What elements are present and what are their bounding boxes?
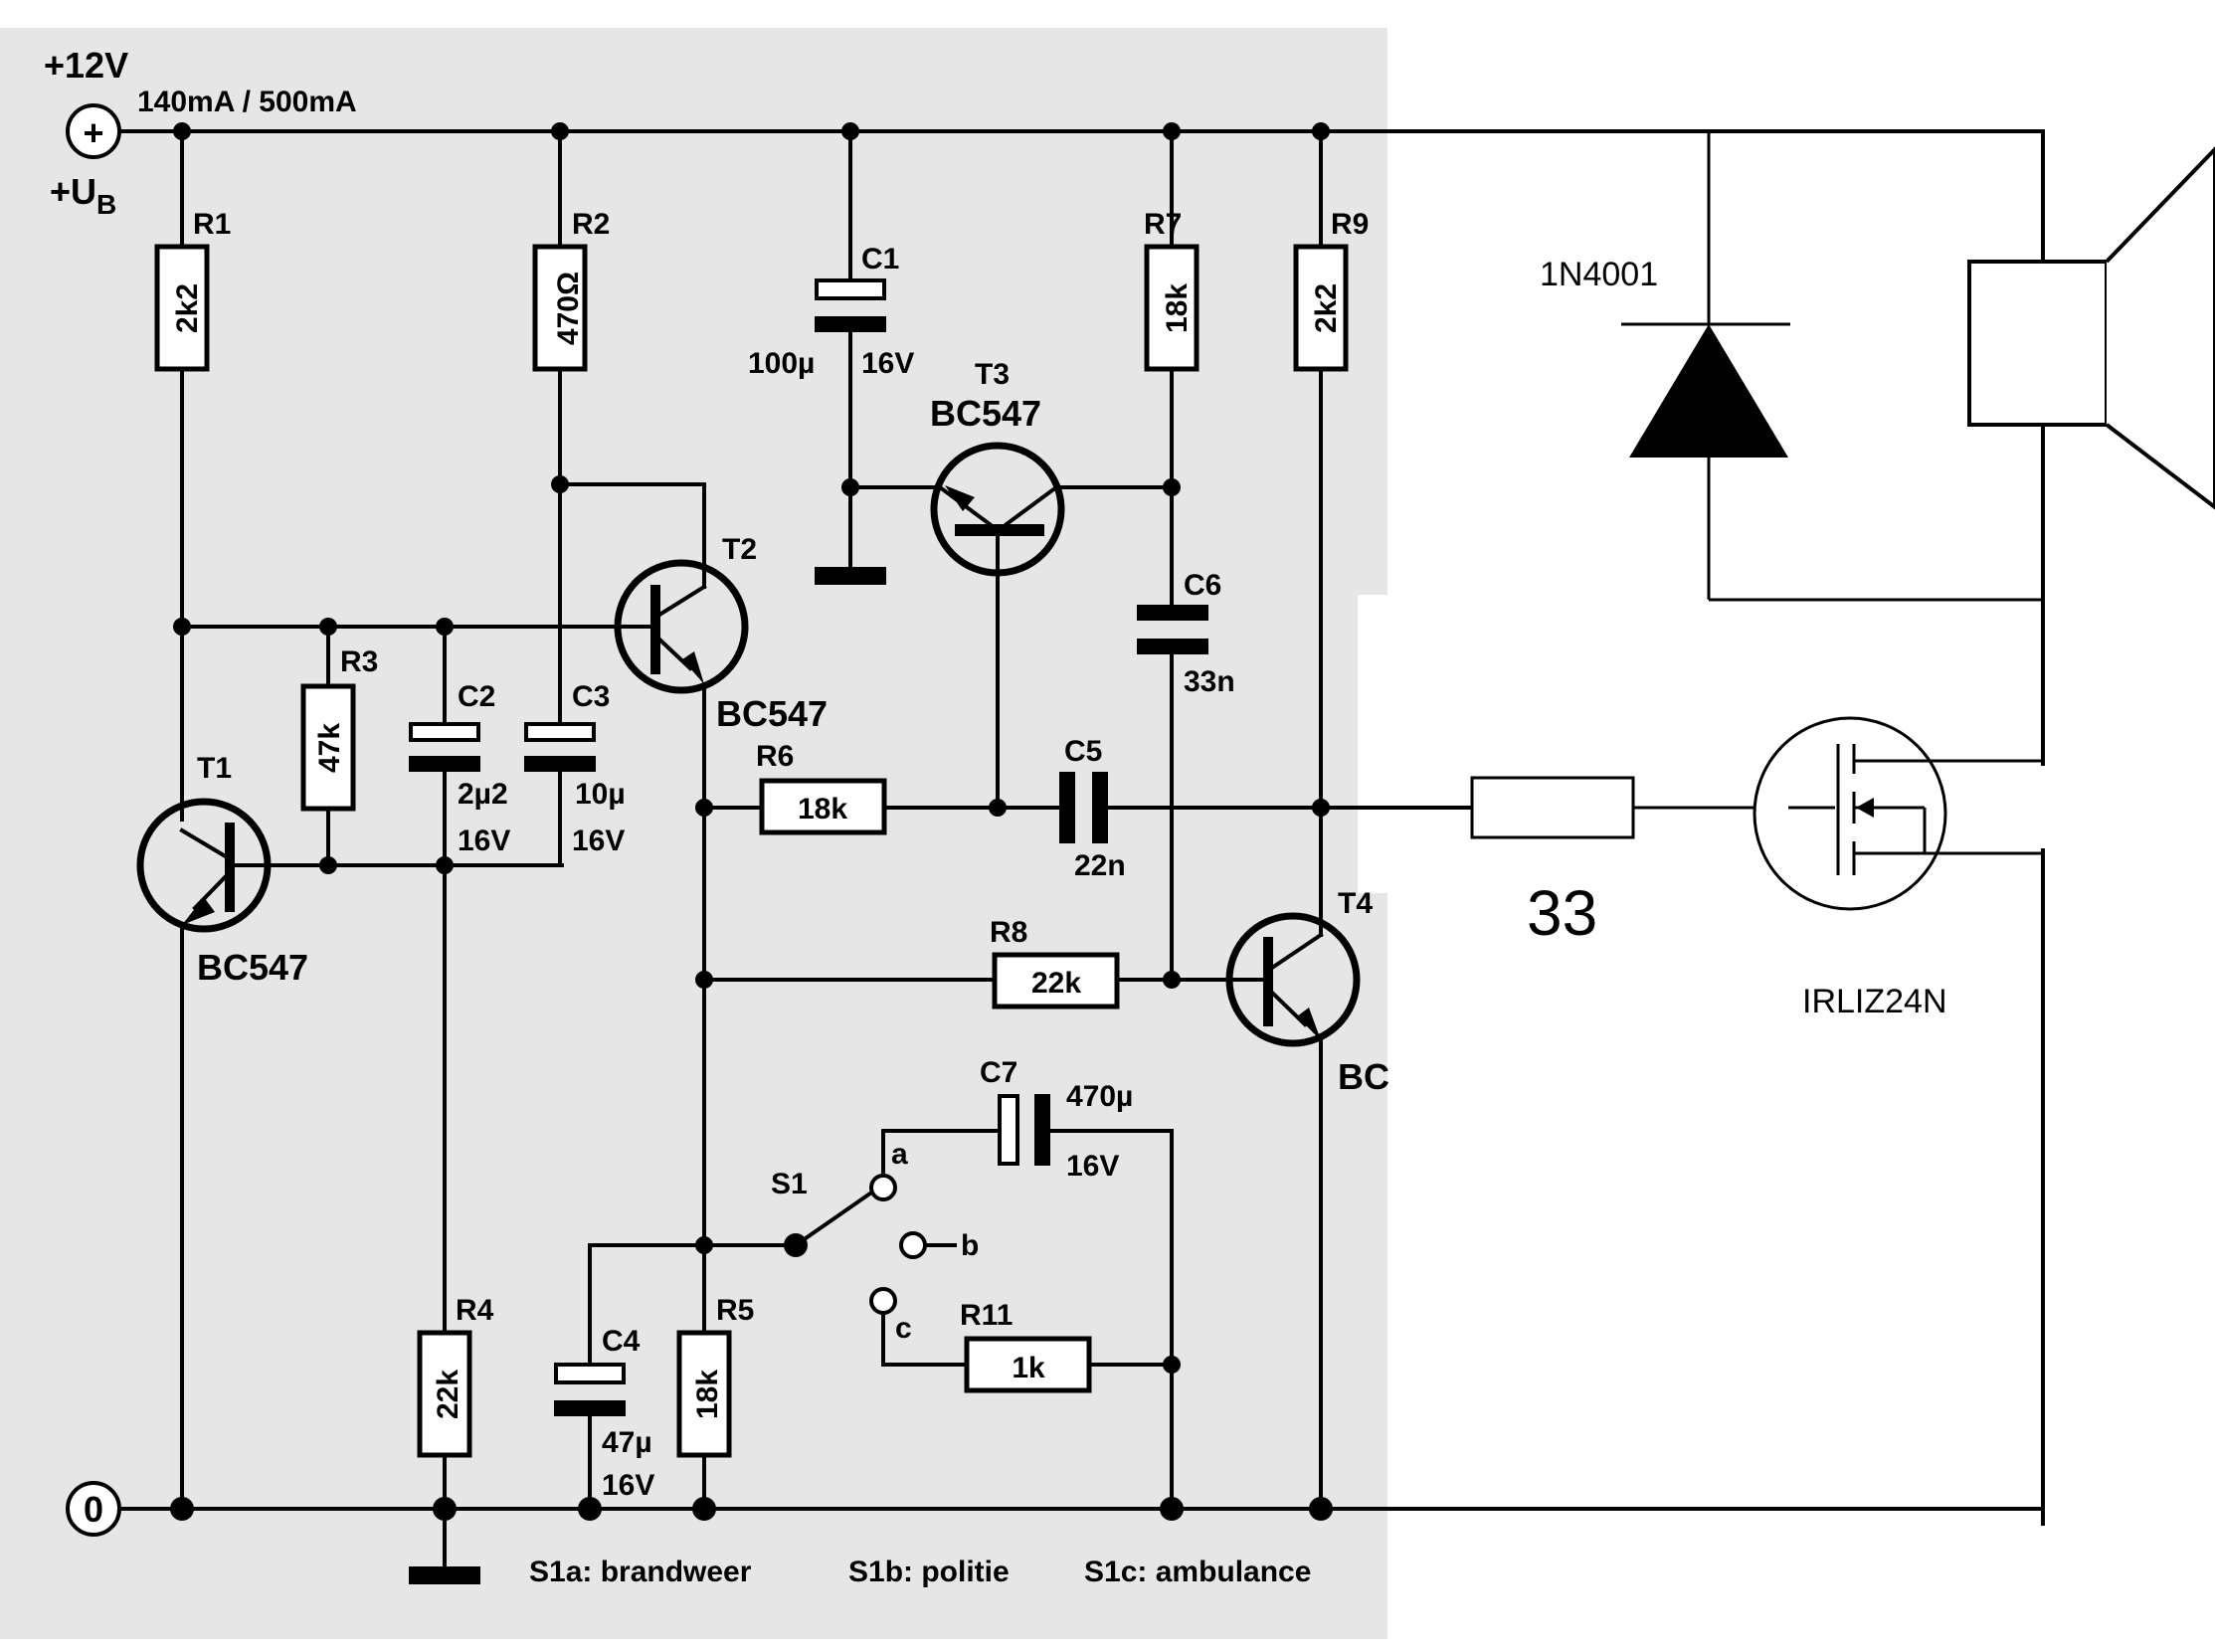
r4-name: R4 bbox=[456, 1294, 494, 1327]
c7-value: 470µ bbox=[1066, 1080, 1133, 1113]
supply-current-label: 140mA / 500mA bbox=[137, 86, 357, 118]
supply-ub-label: +UB bbox=[50, 171, 116, 220]
capacitor-c7-plus bbox=[998, 1094, 1019, 1166]
s1-name: S1 bbox=[771, 1168, 808, 1200]
capacitor-c1-minus bbox=[815, 316, 886, 332]
r2-value: 470Ω bbox=[552, 272, 585, 345]
transistor-t1 bbox=[136, 798, 280, 933]
resistor-r6 bbox=[759, 778, 887, 835]
capacitor-c5-right bbox=[1092, 772, 1108, 843]
supply-voltage-label: +12V bbox=[44, 45, 128, 86]
transistor-t2 bbox=[614, 559, 749, 694]
t4-name: T4 bbox=[1338, 887, 1373, 920]
r6-value: 18k bbox=[798, 793, 847, 826]
r3-value: 47k bbox=[313, 723, 346, 773]
r9-name: R9 bbox=[1331, 208, 1369, 241]
r11-name: R11 bbox=[960, 1299, 1013, 1332]
c4-voltage: 16V bbox=[602, 1469, 654, 1502]
mosfet-label: IRLIZ24N bbox=[1802, 983, 1947, 1020]
c7-name: C7 bbox=[980, 1056, 1017, 1089]
ground-symbol bbox=[409, 1566, 480, 1584]
c1-value: 100µ bbox=[748, 347, 815, 380]
gate-resistor-value: 33 bbox=[1527, 877, 1597, 949]
svg-text:+: + bbox=[83, 112, 103, 153]
t2-type: BC547 bbox=[716, 693, 828, 734]
r7-value: 18k bbox=[1161, 283, 1194, 333]
svg-text:0: 0 bbox=[84, 1489, 103, 1530]
capacitor-c2-minus bbox=[409, 756, 480, 772]
resistor-r11 bbox=[964, 1336, 1092, 1393]
r8-value: 22k bbox=[1031, 967, 1081, 1000]
r4-value: 22k bbox=[432, 1370, 464, 1419]
r1-name: R1 bbox=[193, 208, 231, 241]
c2-value: 2µ2 bbox=[458, 778, 508, 811]
r3-name: R3 bbox=[340, 645, 378, 678]
c2-name: C2 bbox=[458, 680, 495, 713]
r2-name: R2 bbox=[572, 208, 610, 241]
c3-voltage: 16V bbox=[572, 825, 625, 857]
capacitor-c3-minus bbox=[524, 756, 596, 772]
c6-value: 33n bbox=[1184, 665, 1235, 698]
r9-value: 2k2 bbox=[1310, 283, 1343, 333]
c2-voltage: 16V bbox=[458, 825, 510, 857]
added-section-background bbox=[1358, 595, 1397, 893]
speaker-icon bbox=[1967, 146, 2215, 510]
capacitor-c4-plus bbox=[554, 1363, 626, 1384]
t3-type: BC547 bbox=[930, 393, 1041, 434]
supply-rail bbox=[112, 129, 2045, 766]
diode-label: 1N4001 bbox=[1540, 256, 1658, 293]
c1-name: C1 bbox=[861, 243, 899, 275]
switch-s1 bbox=[784, 1174, 927, 1315]
c5-value: 22n bbox=[1074, 849, 1126, 882]
resistor-gate bbox=[1470, 776, 1635, 839]
capacitor-c6-top bbox=[1137, 605, 1208, 621]
capacitor-c1-plus bbox=[815, 278, 886, 300]
supply-terminal: + bbox=[66, 103, 121, 159]
c6-name: C6 bbox=[1184, 569, 1221, 602]
mosfet-irliz24n bbox=[1753, 716, 2043, 911]
t4-type: BC bbox=[1338, 1056, 1389, 1097]
c3-name: C3 bbox=[572, 680, 610, 713]
c1-voltage: 16V bbox=[861, 347, 914, 380]
capacitor-c7-minus bbox=[1034, 1094, 1050, 1166]
ground-terminal: 0 bbox=[66, 1481, 121, 1537]
resistor-r5 bbox=[676, 1330, 732, 1458]
capacitor-c5-left bbox=[1059, 772, 1075, 843]
c4-value: 47µ bbox=[602, 1426, 652, 1459]
r1-value: 2k2 bbox=[171, 283, 204, 333]
t1-name: T1 bbox=[197, 752, 232, 785]
c5-name: C5 bbox=[1064, 735, 1102, 768]
resistor-r4 bbox=[417, 1330, 472, 1458]
capacitor-c2-plus bbox=[409, 722, 480, 742]
s1-pos-c: c bbox=[895, 1312, 912, 1345]
t2-name: T2 bbox=[722, 533, 757, 566]
t1-type: BC547 bbox=[197, 947, 308, 988]
resistor-r2 bbox=[532, 244, 588, 372]
capacitor-c4-minus bbox=[554, 1400, 626, 1416]
diode-1n4001 bbox=[1629, 324, 1788, 458]
c7-voltage: 16V bbox=[1066, 1150, 1119, 1183]
s1-pos-b: b bbox=[961, 1229, 979, 1262]
resistor-r7 bbox=[1144, 244, 1200, 372]
c3-value: 10µ bbox=[575, 778, 626, 811]
r11-value: 1k bbox=[1012, 1352, 1045, 1384]
r6-name: R6 bbox=[756, 740, 794, 773]
s1-pos-a: a bbox=[891, 1138, 908, 1171]
t3-name: T3 bbox=[975, 358, 1010, 391]
c1-ground-symbol bbox=[815, 567, 886, 585]
legend-s1a: S1a: brandweer bbox=[529, 1556, 752, 1588]
legend-s1b: S1b: politie bbox=[848, 1556, 1010, 1588]
legend-s1c: S1c: ambulance bbox=[1084, 1556, 1311, 1588]
r8-name: R8 bbox=[990, 916, 1027, 949]
capacitor-c3-plus bbox=[524, 722, 596, 742]
c4-name: C4 bbox=[602, 1325, 641, 1358]
r5-name: R5 bbox=[716, 1294, 754, 1327]
capacitor-c6-bottom bbox=[1137, 639, 1208, 654]
r5-value: 18k bbox=[691, 1370, 724, 1419]
junction-dots bbox=[170, 122, 1333, 1521]
resistor-r9 bbox=[1293, 244, 1349, 372]
r7-name: R7 bbox=[1144, 208, 1182, 241]
transistor-t4 bbox=[1225, 912, 1361, 1047]
